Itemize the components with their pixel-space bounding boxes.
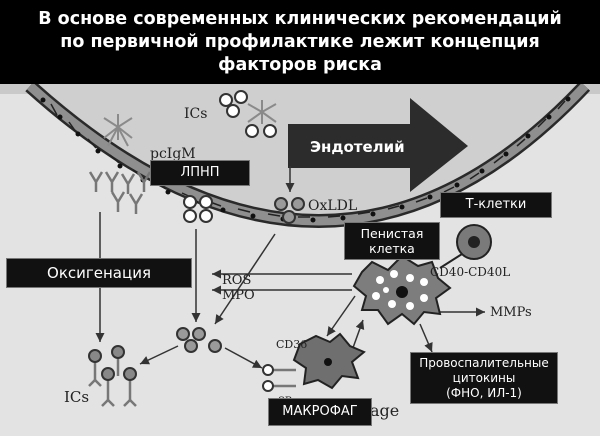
title-banner: В основе современных клинических рекомен… — [0, 0, 600, 84]
age-partial-label: age — [370, 401, 399, 420]
cd40-label: CD40-CD40L — [430, 265, 510, 279]
endothelium-label: Эндотелий — [310, 138, 405, 156]
foam-cell — [352, 254, 452, 326]
title-line-3: факторов риска — [218, 54, 382, 75]
cytokines-label: Провоспалительные цитокины (ФНО, ИЛ-1) — [410, 352, 558, 404]
foam-cell-label: Пенистая клетка — [344, 222, 440, 260]
igm-star-right — [247, 100, 277, 124]
oxldl-label: OxLDL — [308, 198, 357, 214]
ldl-particles — [183, 90, 277, 223]
cd36-label: CD36 — [276, 338, 307, 351]
ics-top-label: ICs — [184, 106, 207, 122]
ics-bottom-label: ICs — [64, 388, 89, 406]
ros-label: ROS — [222, 273, 251, 288]
macrophage-label: МАКРОФАГ — [268, 398, 372, 426]
t-cell — [439, 224, 492, 269]
macrophage-cell — [262, 332, 366, 392]
oxldl-particles — [176, 197, 305, 353]
t-cells-label: Т-клетки — [440, 192, 552, 218]
mpo-label: MPO — [222, 288, 255, 303]
title-line-1: В основе современных клинических рекомен… — [38, 8, 562, 29]
lpnp-label: ЛПНП — [150, 160, 250, 186]
pcigm-label: pcIgM — [150, 146, 196, 162]
endothelial-nuclei — [40, 96, 571, 223]
endothelium-arrow — [288, 98, 468, 192]
endothelium-layer — [25, 84, 591, 228]
igm-star-left — [103, 114, 133, 147]
pcigm-antibodies — [88, 171, 152, 214]
immune-complexes — [88, 345, 137, 407]
oxygenation-label: Оксигенация — [6, 258, 192, 288]
mmps-label: MMPs — [490, 305, 532, 320]
title-line-2: по первичной профилактике лежит концепци… — [60, 31, 540, 52]
atherosclerosis-diagram: ICs pcIgM OxLDL ROS MPO CD40-CD40L MMPs … — [0, 84, 600, 436]
